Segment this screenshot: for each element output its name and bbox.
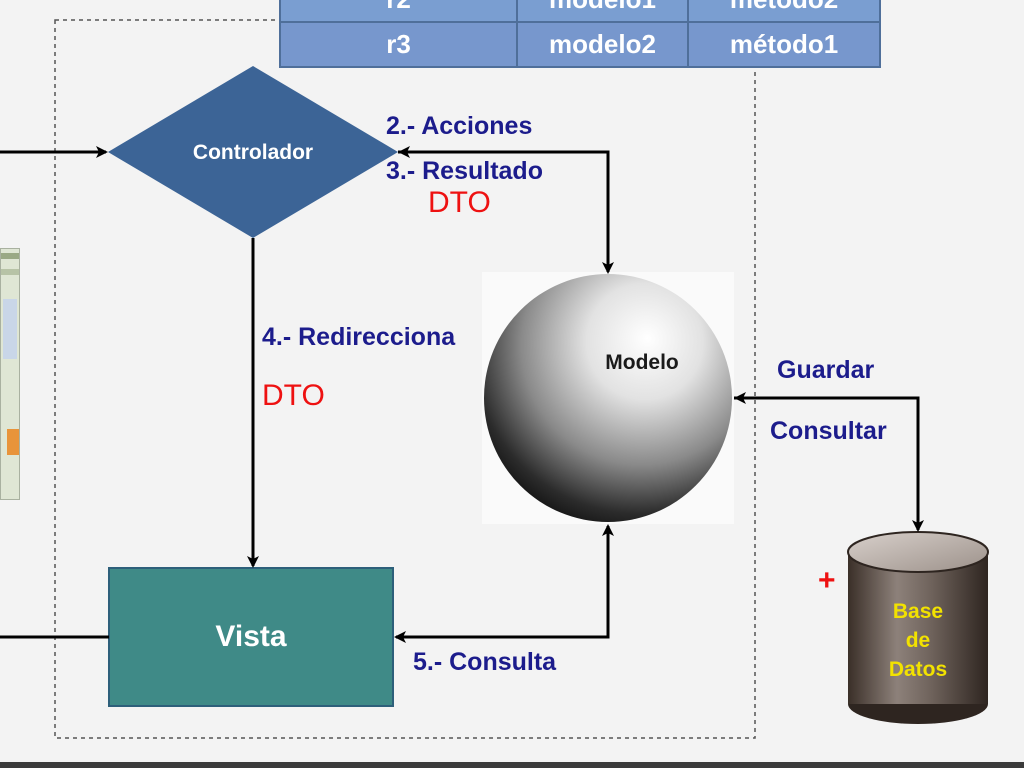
controller-shape: [108, 66, 398, 238]
database-label-line: de: [905, 629, 931, 652]
consult-label: Consultar: [770, 417, 887, 445]
actions-label: 2.- Acciones: [386, 112, 533, 140]
database-label-line: Datos: [888, 658, 948, 681]
controller-label: Controlador: [192, 141, 314, 164]
mapping-table: r2 modelo1 método2 r3 modelo2 método1: [279, 0, 881, 68]
thumbnail-panel: [3, 299, 17, 359]
view-label: Vista: [215, 620, 287, 653]
browser-thumbnail: [0, 248, 20, 500]
database-label-line: Base: [892, 600, 944, 623]
result-label: 3.- Resultado: [386, 157, 543, 185]
save-label: Guardar: [777, 356, 875, 384]
mvc-boundary: [54, 19, 756, 739]
table-cell: modelo1: [516, 0, 689, 23]
thumbnail-bar: [1, 253, 19, 259]
table-cell: método1: [687, 21, 881, 68]
plus-marker: +: [818, 564, 836, 597]
database-shape: [847, 531, 989, 724]
model-shape: [484, 274, 732, 522]
bottom-edge: [0, 762, 1024, 768]
table-row: r2 modelo1 método2: [279, 0, 881, 23]
query-label: 5.- Consulta: [413, 648, 557, 676]
query-arrow-up: [400, 524, 614, 639]
database-label: Base de Datos: [858, 597, 978, 684]
thumbnail-accent: [7, 429, 19, 455]
thumbnail-bar: [1, 269, 19, 275]
result-dto-label: DTO: [428, 186, 491, 219]
table-cell: r2: [279, 0, 518, 23]
table-cell: r3: [279, 21, 518, 68]
redirect-label: 4.- Redirecciona: [262, 323, 456, 351]
table-cell: modelo2: [516, 21, 689, 68]
redirect-dto-label: DTO: [262, 379, 325, 412]
table-row: r3 modelo2 método1: [279, 21, 881, 68]
model-label: Modelo: [605, 351, 679, 374]
table-cell: método2: [687, 0, 881, 23]
